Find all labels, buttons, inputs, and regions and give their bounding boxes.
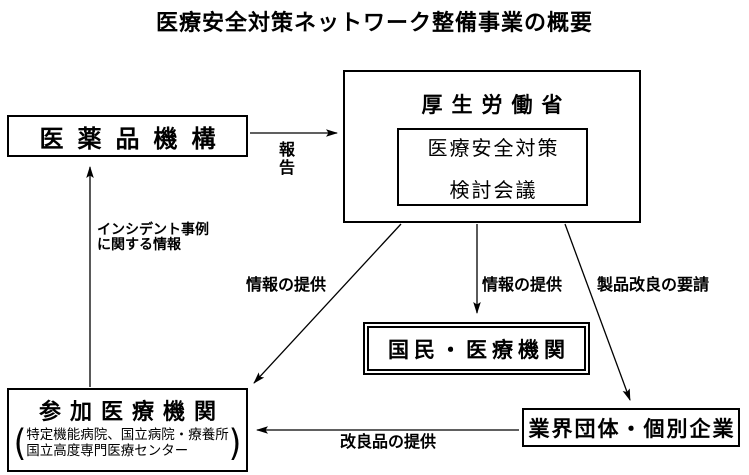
report-arrow-label: 報告: [276, 141, 295, 177]
participating-hospitals-detail: ( 特定機能病院、国立病院・療養所 国立高度専門医療センター ): [9, 421, 246, 465]
citizens-box: 国民・医療機関: [363, 322, 590, 375]
detail-line-1: 特定機能病院、国立病院・療養所: [26, 427, 229, 443]
industry-box: 業界団体・個別企業: [522, 408, 740, 447]
citizens-label: 国民・医療機関: [388, 337, 570, 362]
incident-info-arrow-label: インシデント事例 に関する情報: [97, 223, 209, 253]
safety-council-box: 医療安全対策 検討会議: [397, 128, 588, 206]
industry-label: 業界団体・個別企業: [528, 416, 736, 441]
incident-info-label-line1: インシデント事例: [97, 222, 209, 238]
info-provision-left-label: 情報の提供: [246, 275, 327, 294]
paren-close: ): [228, 421, 242, 465]
info-provision-left-arrow: [253, 223, 402, 384]
participating-hospitals-box: 参加医療機関 ( 特定機能病院、国立病院・療養所 国立高度専門医療センター ): [7, 388, 248, 472]
info-provision-down-label: 情報の提供: [482, 275, 563, 294]
citizens-box-inner-border: 国民・医療機関: [367, 326, 586, 371]
pmda-label: 医薬品機構: [39, 124, 230, 153]
paren-open: (: [13, 421, 27, 465]
council-label-line2: 検討会議: [449, 177, 538, 202]
mhlw-box: 厚生労働省 医療安全対策 検討会議: [343, 70, 641, 223]
product-improvement-request-label: 製品改良の要請: [597, 275, 710, 294]
council-label-line1: 医療安全対策: [427, 135, 560, 160]
pmda-box: 医薬品機構: [7, 115, 248, 157]
participating-hospitals-detail-lines: 特定機能病院、国立病院・療養所 国立高度専門医療センター: [26, 427, 229, 459]
mhlw-label: 厚生労働省: [421, 93, 572, 117]
product-improvement-request-arrow: [564, 223, 631, 401]
incident-info-label-line2: に関する情報: [97, 237, 181, 253]
participating-hospitals-label: 参加医療機関: [38, 400, 225, 425]
detail-line-2: 国立高度専門医療センター: [26, 443, 189, 459]
improved-product-label: 改良品の提供: [340, 432, 437, 451]
page-title: 医療安全対策ネットワーク整備事業の概要: [155, 11, 593, 36]
